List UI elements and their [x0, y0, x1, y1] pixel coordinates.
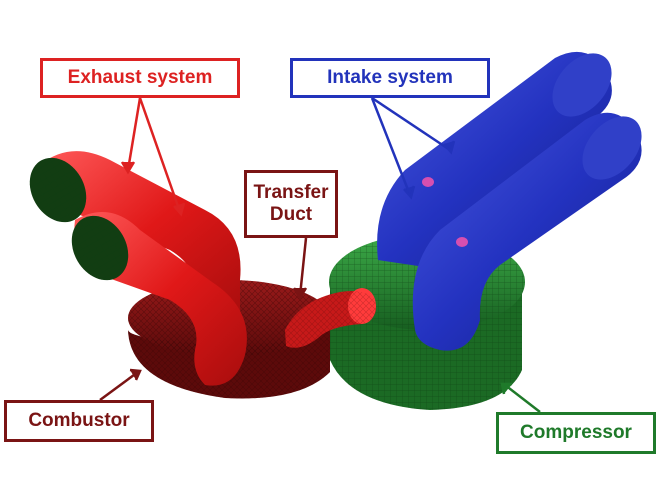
intake-leaders — [370, 96, 456, 200]
intake-system-label: Intake system — [290, 58, 490, 98]
transfer-duct-label-line1: Transfer — [253, 182, 329, 203]
combustor-leader — [99, 368, 142, 402]
exhaust-leaders — [120, 97, 186, 217]
intake-pipe-back — [377, 51, 612, 270]
transfer-leader — [292, 237, 308, 301]
intake-pipe-front — [412, 112, 642, 351]
compressor-label: Compressor — [496, 412, 656, 454]
combustor-label: Combustor — [4, 400, 154, 442]
transfer-duct-label: Transfer Duct — [244, 170, 338, 238]
transfer-duct-body — [285, 288, 377, 348]
intake-highlights — [422, 177, 468, 247]
transfer-duct-label-line2: Duct — [269, 204, 313, 225]
compressor-leader — [500, 382, 541, 413]
leader-lines — [99, 96, 541, 413]
exhaust-openings — [29, 157, 129, 281]
exhaust-system-label: Exhaust system — [40, 58, 240, 98]
